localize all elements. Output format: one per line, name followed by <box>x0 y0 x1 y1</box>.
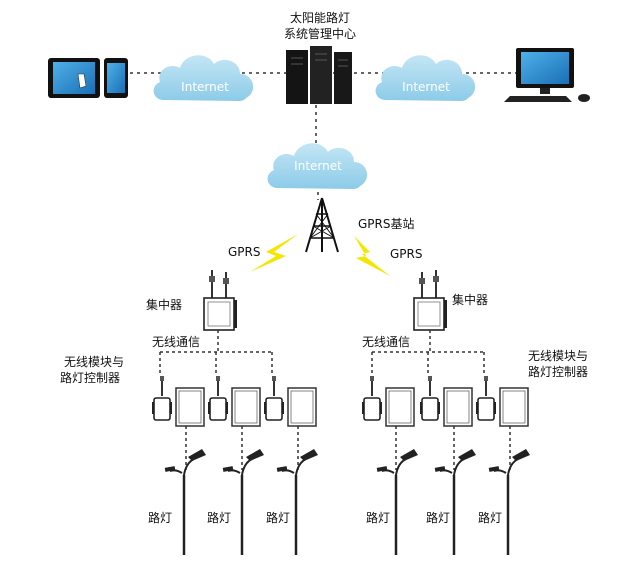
lamp-left-2-label: 路灯 <box>207 510 231 525</box>
module-right-label-line2: 路灯控制器 <box>528 364 588 379</box>
concentrator-left-icon <box>203 270 237 331</box>
base-station-label: GPRS基站 <box>358 217 415 231</box>
wireless-module-right-3 <box>475 375 529 427</box>
internet-cloud-left: Internet <box>153 55 254 101</box>
module-left-label-line1: 无线模块与 <box>64 355 124 369</box>
module-right-label-line1: 无线模块与 <box>528 349 588 363</box>
server-icon <box>286 46 352 104</box>
lamp-left-1-label: 路灯 <box>148 510 172 525</box>
lamp-right-2-label: 路灯 <box>426 510 450 525</box>
tablet-icon <box>48 58 100 98</box>
lamp-right-3-label: 路灯 <box>478 510 502 525</box>
wireless-module-right-2 <box>419 375 473 427</box>
lightning-bolt-left-icon <box>250 234 298 272</box>
street-lamp-left-2-icon <box>221 447 266 557</box>
lightning-bolt-right-icon <box>354 236 390 276</box>
gprs-label-left: GPRS <box>228 245 261 259</box>
lamp-right-1-label: 路灯 <box>366 510 390 525</box>
internet-cloud-middle: Internet <box>267 143 368 189</box>
desktop-computer-icon <box>504 48 590 102</box>
gprs-tower-icon <box>305 197 339 253</box>
street-lamp-right-2-icon <box>433 447 478 557</box>
center-title-line1: 太阳能路灯 <box>290 10 350 25</box>
center-title-line2: 系统管理中心 <box>284 26 356 41</box>
wireless-module-left-1 <box>151 375 205 427</box>
internet-cloud-right: Internet <box>375 55 476 101</box>
wireless-left-label: 无线通信 <box>152 335 200 349</box>
gprs-label-right: GPRS <box>390 247 423 261</box>
street-lamp-right-1-icon <box>375 447 420 557</box>
phone-icon <box>104 58 128 98</box>
module-left-label-line2: 路灯控制器 <box>60 370 120 385</box>
concentrator-right-icon <box>413 270 447 331</box>
lamp-left-3-label: 路灯 <box>266 510 290 525</box>
wireless-module-left-2 <box>207 375 261 427</box>
wireless-module-left-3 <box>263 375 317 427</box>
wireless-right-label: 无线通信 <box>362 335 410 349</box>
concentrator-right-label: 集中器 <box>452 292 488 307</box>
cloud-label-right: Internet <box>402 80 450 94</box>
cloud-label-middle: Internet <box>294 159 342 173</box>
concentrator-left-label: 集中器 <box>146 297 182 312</box>
cloud-label-left: Internet <box>181 80 229 94</box>
wireless-module-right-1 <box>361 375 415 427</box>
